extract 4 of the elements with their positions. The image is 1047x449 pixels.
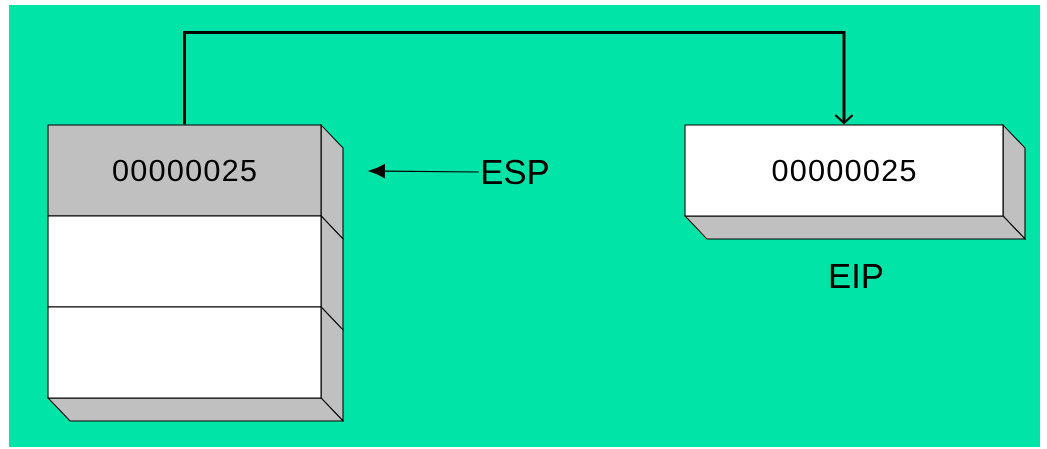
arrow (368, 164, 480, 178)
arrow (183, 31, 854, 125)
register-label: EIP (830, 264, 883, 288)
pointer-label: ESP (483, 159, 548, 185)
